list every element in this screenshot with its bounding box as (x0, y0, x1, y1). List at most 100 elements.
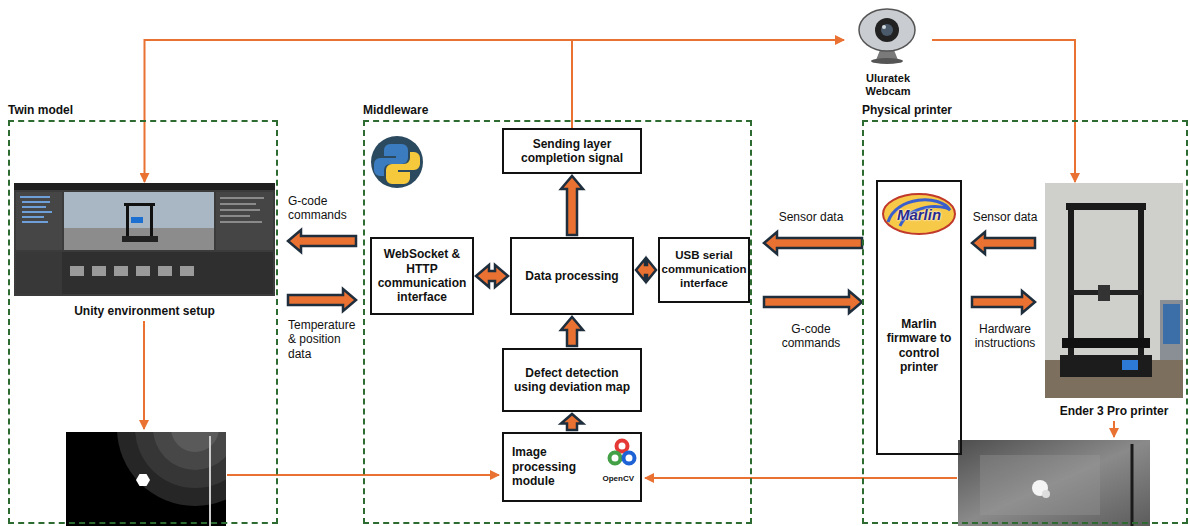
unity-screenshot (150, 204, 153, 240)
box-text: Sending layer completion signal (508, 137, 636, 166)
unity-screenshot (131, 217, 143, 223)
unity-screenshot (216, 192, 273, 250)
unity-screenshot (136, 266, 150, 276)
process-box: Sending layer completion signal (502, 128, 642, 174)
python-logo (371, 136, 423, 188)
python-logo (371, 136, 423, 188)
webcam-node: Uluratek Webcam (846, 5, 930, 98)
twin-render-image (153, 432, 226, 470)
box-text: Defect detection using deviation map (508, 366, 636, 395)
arrow-label: G-code commands (288, 194, 354, 223)
data-flow-arrow (561, 317, 583, 346)
data-flow-arrow (476, 265, 508, 287)
data-flow-arrow (288, 230, 356, 252)
twin-render-image (136, 474, 150, 486)
unity-screenshot (14, 183, 275, 190)
unity-screenshot (22, 216, 44, 218)
photo-node: Ender 3 Pro printer (1045, 183, 1183, 418)
unity-screenshot (180, 266, 194, 276)
arrow-label: Sensor data (766, 210, 856, 224)
printer-photo (1060, 355, 1152, 377)
unity-screenshot (16, 252, 273, 294)
opencv-logo (610, 441, 635, 464)
unity-screenshot (92, 266, 106, 276)
data-flow-arrow (288, 289, 356, 311)
region-heading: Middleware (363, 103, 428, 117)
printer-photo (1045, 183, 1183, 398)
screenshot-node: Unity environment setup (14, 183, 275, 318)
printer-photo (1160, 300, 1183, 360)
webcam-icon (881, 24, 893, 36)
region-heading: Twin model (8, 103, 73, 117)
webcam-icon (859, 9, 915, 64)
unity-screenshot (64, 228, 214, 250)
webcam-capture-image (1131, 444, 1134, 526)
twin-render-image (66, 350, 273, 526)
icon-caption: Uluratek Webcam (846, 72, 930, 98)
box-text: Data processing (525, 269, 618, 283)
printer-photo (1062, 338, 1150, 348)
data-flow-arrow (764, 291, 862, 313)
data-flow-arrow (972, 291, 1035, 313)
unity-screenshot (22, 201, 50, 203)
webcam-icon (871, 58, 903, 64)
signal-line (145, 40, 573, 182)
printer-photo (1098, 285, 1110, 301)
unity-screenshot (220, 209, 260, 211)
image-flow-lines (143, 321, 145, 429)
data-flow-arrow (561, 414, 583, 430)
webcam-icon (882, 25, 886, 29)
process-box: Data processing (510, 237, 634, 315)
unity-screenshot (220, 197, 264, 199)
unity-screenshot (22, 206, 46, 208)
box-text: WebSocket & HTTP communication interface (376, 247, 468, 305)
webcam-icon (875, 18, 899, 42)
arrow-label: Sensor data (968, 210, 1042, 224)
webcam-capture-image (1042, 490, 1050, 498)
image-caption: Unity environment setup (14, 304, 275, 318)
twin-render-image (209, 436, 211, 526)
webcam-capture-image (980, 455, 1100, 515)
process-box: WebSocket & HTTP communication interface (370, 237, 474, 315)
data-flow-arrow (561, 176, 583, 235)
printer-photo (1045, 183, 1183, 398)
unity-screenshot (220, 221, 262, 223)
box-text: Marlin firmware to control printer (882, 317, 956, 375)
arrow-label: Hardware instructions (968, 322, 1042, 351)
printer-photo (1122, 360, 1138, 370)
data-flow-arrow (636, 259, 656, 281)
unity-screenshot (158, 266, 172, 276)
unity-screenshot (22, 211, 52, 213)
process-box: USB serial communication interface (658, 237, 750, 303)
webcam-icon (859, 9, 915, 51)
unity-screenshot (16, 252, 62, 294)
unity-screenshot (124, 203, 155, 206)
twin-render-image (171, 432, 219, 452)
unity-screenshot (14, 183, 275, 296)
unity-screenshot (126, 204, 129, 240)
webcam-capture-image (958, 440, 1150, 526)
unity-screenshot (20, 196, 50, 198)
region-frame: MiddlewareSending layer completion signa… (363, 120, 752, 524)
image-caption: Ender 3 Pro printer (1045, 404, 1183, 418)
unity-screenshot (64, 192, 214, 250)
arrow-label: Temperature & position data (288, 318, 362, 361)
process-box: Defect detection using deviation map (502, 348, 642, 412)
unity-screenshot (220, 215, 250, 217)
image-flow-lines (645, 477, 957, 479)
region-frame: Twin modelUnity environment setup (8, 120, 278, 524)
arrow-label: G-code commands (766, 322, 856, 351)
python-logo (386, 152, 420, 184)
unity-screenshot (22, 221, 48, 223)
printer-photo (1066, 203, 1146, 210)
unity-screenshot (114, 266, 128, 276)
opencv-logo (617, 441, 628, 452)
unity-screenshot (16, 192, 62, 250)
firmware-box: MarlinMarlin firmware to control printer (876, 180, 962, 455)
logo-word: OpenCV (602, 474, 634, 483)
unity-screenshot (14, 183, 275, 296)
logo-word: Marlin (878, 206, 960, 223)
unity-screenshot (122, 236, 158, 242)
